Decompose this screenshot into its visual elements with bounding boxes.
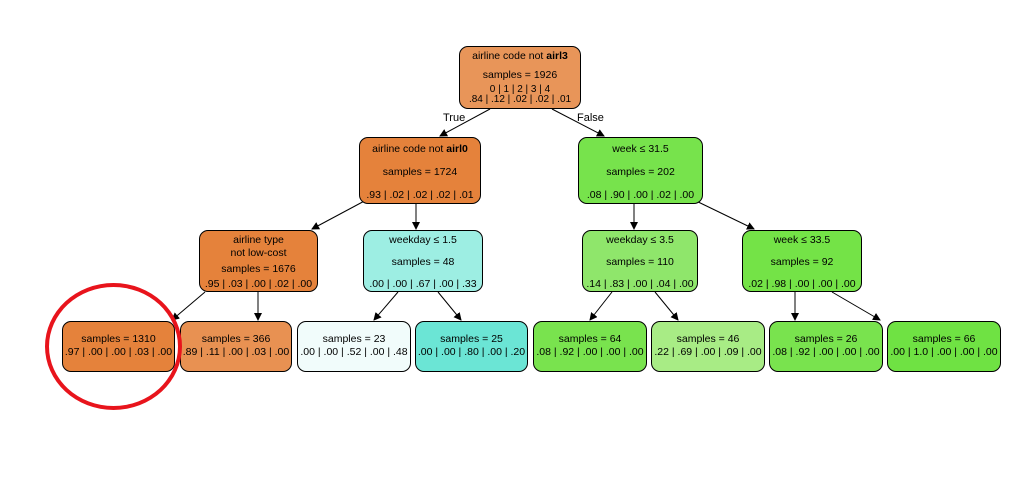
leaf-values: .08 | .92 | .00 | .00 | .00: [772, 346, 880, 358]
edge-n5-l5: [589, 291, 613, 321]
edge-n2-n6: [689, 197, 755, 230]
tree-node-weekday-1-5[interactable]: weekday ≤ 1.5 samples = 48 .00 | .00 | .…: [363, 230, 483, 292]
tree-leaf-23[interactable]: samples = 23 .00 | .00 | .52 | .00 | .48: [297, 321, 411, 372]
leaf-values: .00 | 1.0 | .00 | .00 | .00: [890, 346, 998, 358]
leaf-samples: samples = 46: [676, 333, 740, 345]
tree-node-root[interactable]: airline code not airl3 samples = 1926 0 …: [459, 46, 581, 109]
tree-node-week-31-5[interactable]: week ≤ 31.5 samples = 202 .08 | .90 | .0…: [578, 137, 703, 204]
node-title: weekday ≤ 3.5: [606, 234, 674, 246]
node-values: .08 | .90 | .00 | .02 | .00: [586, 189, 695, 201]
leaf-values: .08 | .92 | .00 | .00 | .00: [536, 346, 644, 358]
node-values: .14 | .83 | .00 | .04 | .00: [586, 278, 694, 290]
edge-label-true: True: [443, 112, 466, 124]
edge-root-n1: [439, 108, 491, 137]
leaf-samples: samples = 366: [201, 333, 271, 345]
node-title: week ≤ 33.5: [773, 234, 831, 246]
node-samples: samples = 1926: [482, 69, 558, 81]
node-title: airline code not airl3: [472, 50, 568, 62]
leaf-samples: samples = 66: [912, 333, 976, 345]
node-samples: samples = 110: [606, 256, 674, 268]
node-title: airline code not airl0: [372, 143, 468, 155]
node-values: .84 | .12 | .02 | .02 | .01: [468, 94, 572, 105]
tree-leaf-64[interactable]: samples = 64 .08 | .92 | .00 | .00 | .00: [533, 321, 647, 372]
edge-root-n2: [551, 108, 605, 137]
edge-n6-l8: [831, 291, 881, 321]
node-samples: samples = 1724: [382, 166, 458, 178]
node-samples: samples = 92: [770, 256, 834, 268]
node-samples: samples = 48: [391, 256, 455, 268]
tree-leaf-26[interactable]: samples = 26 .08 | .92 | .00 | .00 | .00: [769, 321, 883, 372]
tree-node-weekday-3-5[interactable]: weekday ≤ 3.5 samples = 110 .14 | .83 | …: [582, 230, 698, 292]
edge-n4-l4: [437, 291, 462, 321]
tree-node-airline-type[interactable]: airline type not low-cost samples = 1676…: [199, 230, 318, 292]
tree-leaf-366[interactable]: samples = 366 .89 | .11 | .00 | .03 | .0…: [180, 321, 292, 372]
node-values: .00 | .00 | .67 | .00 | .33: [369, 278, 477, 290]
leaf-values: .00 | .00 | .52 | .00 | .48: [300, 346, 408, 358]
node-class-labels: 0 | 1 | 2 | 3 | 4: [489, 84, 551, 95]
tree-leaf-46[interactable]: samples = 46 .22 | .69 | .00 | .09 | .00: [651, 321, 765, 372]
node-title: weekday ≤ 1.5: [389, 234, 457, 246]
tree-node-airline-code-airl0[interactable]: airline code not airl0 samples = 1724 .9…: [359, 137, 481, 204]
tree-leaf-66[interactable]: samples = 66 .00 | 1.0 | .00 | .00 | .00: [887, 321, 1001, 372]
leaf-samples: samples = 64: [558, 333, 622, 345]
leaf-samples: samples = 23: [322, 333, 386, 345]
highlight-circle: [45, 283, 182, 410]
leaf-values: .00 | .00 | .80 | .00 | .20: [417, 346, 526, 358]
leaf-values: .22 | .69 | .00 | .09 | .00: [654, 346, 762, 358]
edge-label-false: False: [577, 112, 604, 124]
leaf-samples: samples = 25: [440, 333, 503, 345]
node-samples: samples = 1676: [221, 263, 296, 275]
edge-n4-l3: [373, 291, 399, 321]
node-values: .93 | .02 | .02 | .02 | .01: [366, 189, 474, 201]
tree-node-week-33-5[interactable]: week ≤ 33.5 samples = 92 .02 | .98 | .00…: [742, 230, 862, 292]
node-title: airline type: [233, 234, 284, 246]
edge-n3-l1: [171, 291, 206, 321]
leaf-values: .89 | .11 | .00 | .03 | .00: [182, 346, 290, 358]
node-values: .02 | .98 | .00 | .00 | .00: [748, 278, 856, 290]
edge-n1-n3: [311, 197, 371, 230]
node-samples: samples = 202: [606, 166, 675, 178]
edge-n5-l6: [654, 291, 679, 321]
node-title-line2: not low-cost: [230, 247, 287, 259]
node-title: week ≤ 31.5: [612, 143, 669, 155]
node-values: .95 | .03 | .00 | .02 | .00: [204, 278, 313, 290]
tree-leaf-25[interactable]: samples = 25 .00 | .00 | .80 | .00 | .20: [415, 321, 528, 372]
leaf-samples: samples = 26: [794, 333, 858, 345]
